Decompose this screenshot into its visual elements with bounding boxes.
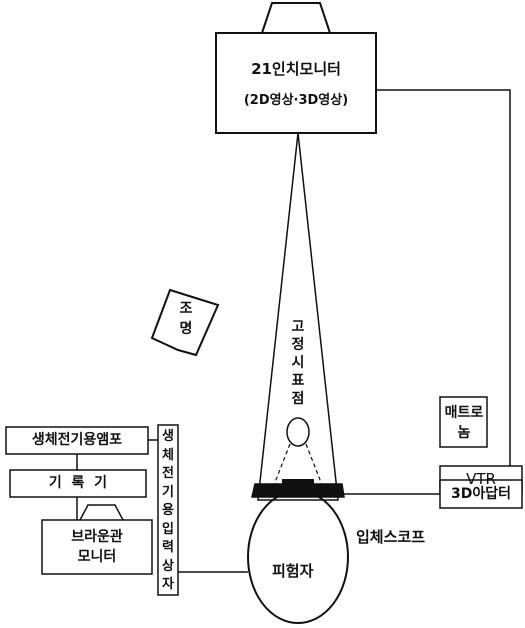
monitor-vtr-wire	[376, 89, 511, 466]
bio-input-box	[157, 424, 179, 596]
lighting-shape	[150, 288, 220, 357]
vtr-label: VTR	[466, 470, 496, 488]
monitor-subtitle: (2D영상·3D영상)	[243, 93, 349, 108]
crt-monitor-label-line2: 모니터	[77, 549, 117, 565]
fixation-point-label: 고정시표점	[291, 319, 305, 407]
viewing-cone	[257, 132, 339, 501]
gaze-line-right	[305, 443, 325, 491]
bio-amp-label: 생체전기용앰포	[31, 432, 123, 448]
matrox-label: 매트로놈	[444, 405, 484, 441]
stereoscope-label: 입체스코프	[356, 528, 426, 546]
bio-input-label: 생체전기용입력상자	[162, 429, 174, 592]
subject-circle	[247, 490, 349, 624]
monitor-title: 21인치모니터	[251, 60, 341, 78]
adapter-3d-label: 3D아답터	[450, 486, 511, 502]
crt-stand-shape	[79, 504, 124, 521]
monitor-stand-shape	[261, 2, 331, 34]
recorder-box	[9, 469, 147, 498]
monitor-box	[215, 32, 377, 134]
fixation-point-marker	[286, 417, 310, 447]
crt-monitor-box	[41, 519, 153, 575]
crt-monitor-label-line1: 브라운관	[71, 529, 123, 545]
recorder-label: 기 록 기	[48, 475, 108, 491]
subject-label: 피험자	[272, 562, 314, 580]
gaze-line-left	[271, 443, 291, 491]
stereoscope-bridge	[282, 479, 314, 486]
matrox-box	[439, 396, 488, 448]
lighting-label: 조명	[179, 301, 193, 337]
